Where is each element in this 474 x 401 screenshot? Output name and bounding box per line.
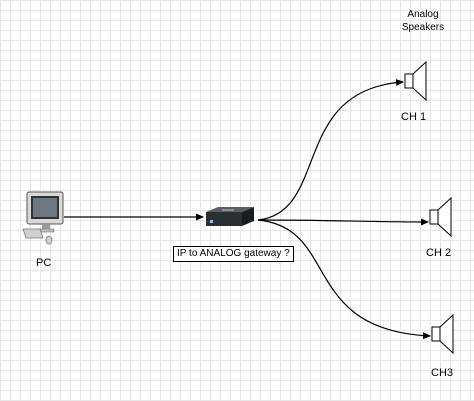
speaker-ch1-label: CH 1 — [401, 111, 427, 123]
speakers-title-line1: Analog — [407, 9, 439, 20]
speakers-group-title: Analog Speakers — [398, 8, 448, 34]
pc-label: PC — [36, 257, 52, 269]
speaker-ch3-label: CH3 — [431, 367, 454, 379]
speaker-ch2-icon — [429, 196, 452, 238]
speaker-ch3-icon — [431, 313, 454, 355]
gateway-icon — [206, 207, 254, 226]
edge-gateway-to-ch3 — [257, 219, 431, 340]
speaker-ch2-label: CH 2 — [426, 247, 452, 259]
pc-icon — [22, 191, 64, 245]
speaker-ch1-icon — [404, 60, 427, 102]
gateway-label: IP to ANALOG gateway ? — [173, 246, 294, 262]
edge-gateway-to-ch2 — [257, 218, 429, 226]
speakers-title-line2: Speakers — [401, 22, 445, 33]
edge-gateway-to-ch1 — [257, 79, 404, 221]
